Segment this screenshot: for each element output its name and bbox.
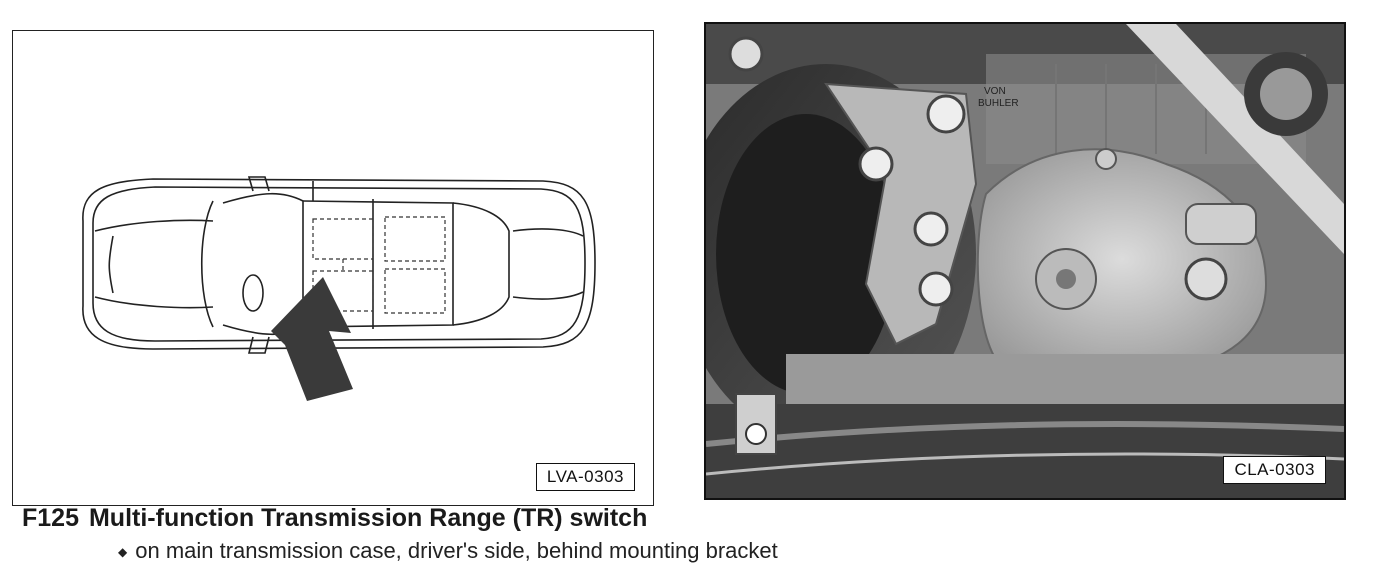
figure-label-left: LVA-0303 [535,463,635,491]
component-photo: VON BUHLER CLA-0303 [704,22,1346,500]
component-title: Multi-function Transmission Range (TR) s… [88,504,648,532]
location-note: ◆ on main transmission case, driver's sid… [118,538,778,564]
transmission-photo-illustration: VON BUHLER [706,24,1344,498]
figure-label-right: CLA-0303 [1223,456,1326,484]
location-text: on main transmission case, driver's side… [135,538,778,563]
car-locator-diagram: LVA-0303 [12,30,654,506]
component-code: F125 [22,504,79,532]
arrow-up-left-icon [271,277,353,401]
stamp-text-2: BUHLER [978,98,1019,109]
stamp-text-1: VON [984,86,1006,97]
car-top-view-drawing [82,176,596,401]
diamond-bullet-icon: ◆ [118,545,128,560]
component-caption: F125 Multi-function Transmission Range (T… [22,504,647,533]
